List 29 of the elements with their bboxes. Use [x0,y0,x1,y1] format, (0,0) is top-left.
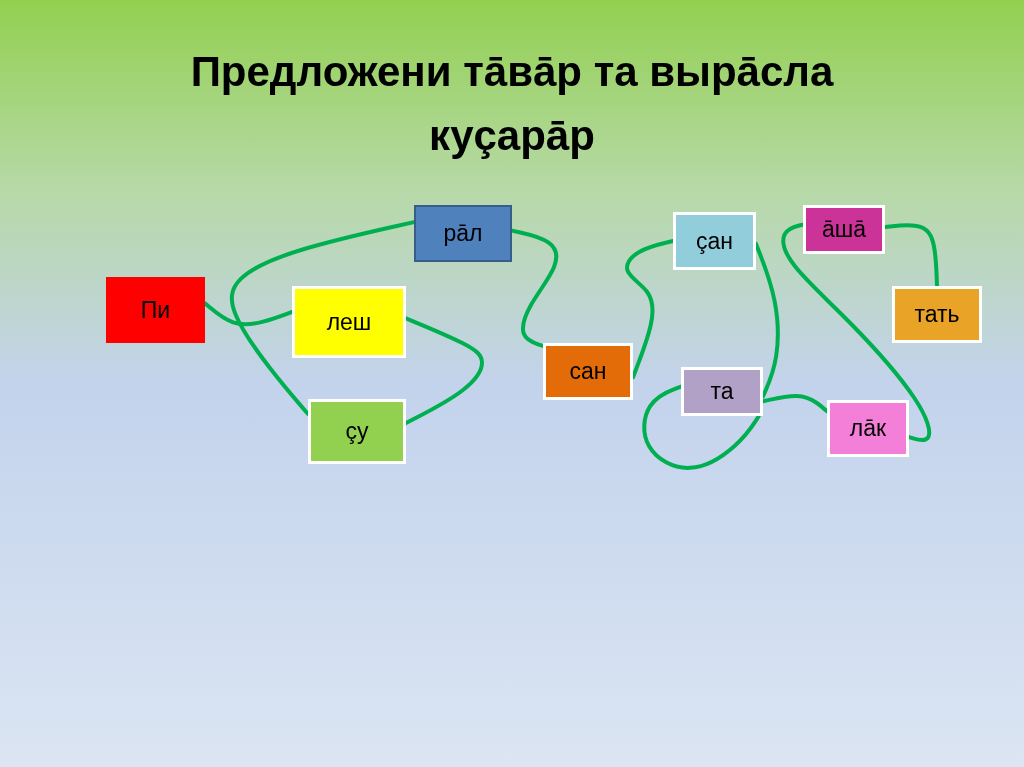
word-box [106,277,205,343]
word-text: çу [345,418,369,445]
word-text: лāк [849,415,887,442]
word-text: та [710,378,734,405]
word-box [827,400,909,457]
connector-line [883,223,939,288]
word-text: Пи [140,296,171,324]
connector-line [229,220,416,416]
word-box [892,286,982,343]
word-box [292,286,406,358]
connector-line [781,222,932,443]
word-text: сан [569,358,607,385]
word-box [673,212,756,270]
word-text: леш [326,308,372,336]
connector-line [754,241,780,399]
word-text: тать [914,301,960,328]
word-box [414,205,512,262]
word-box [308,399,406,464]
slide-title: Предложени тāвāр та вырāсла куçарāр [189,47,835,161]
connector-line [625,239,675,380]
word-box [681,367,763,416]
word-box [803,205,885,254]
word-text: çан [696,227,733,255]
word-text: āшā [821,216,866,243]
connector-line [642,384,761,470]
word-box [543,343,633,400]
word-text: рāл [443,220,483,247]
connector-line [761,394,829,414]
connector-line [404,316,484,426]
